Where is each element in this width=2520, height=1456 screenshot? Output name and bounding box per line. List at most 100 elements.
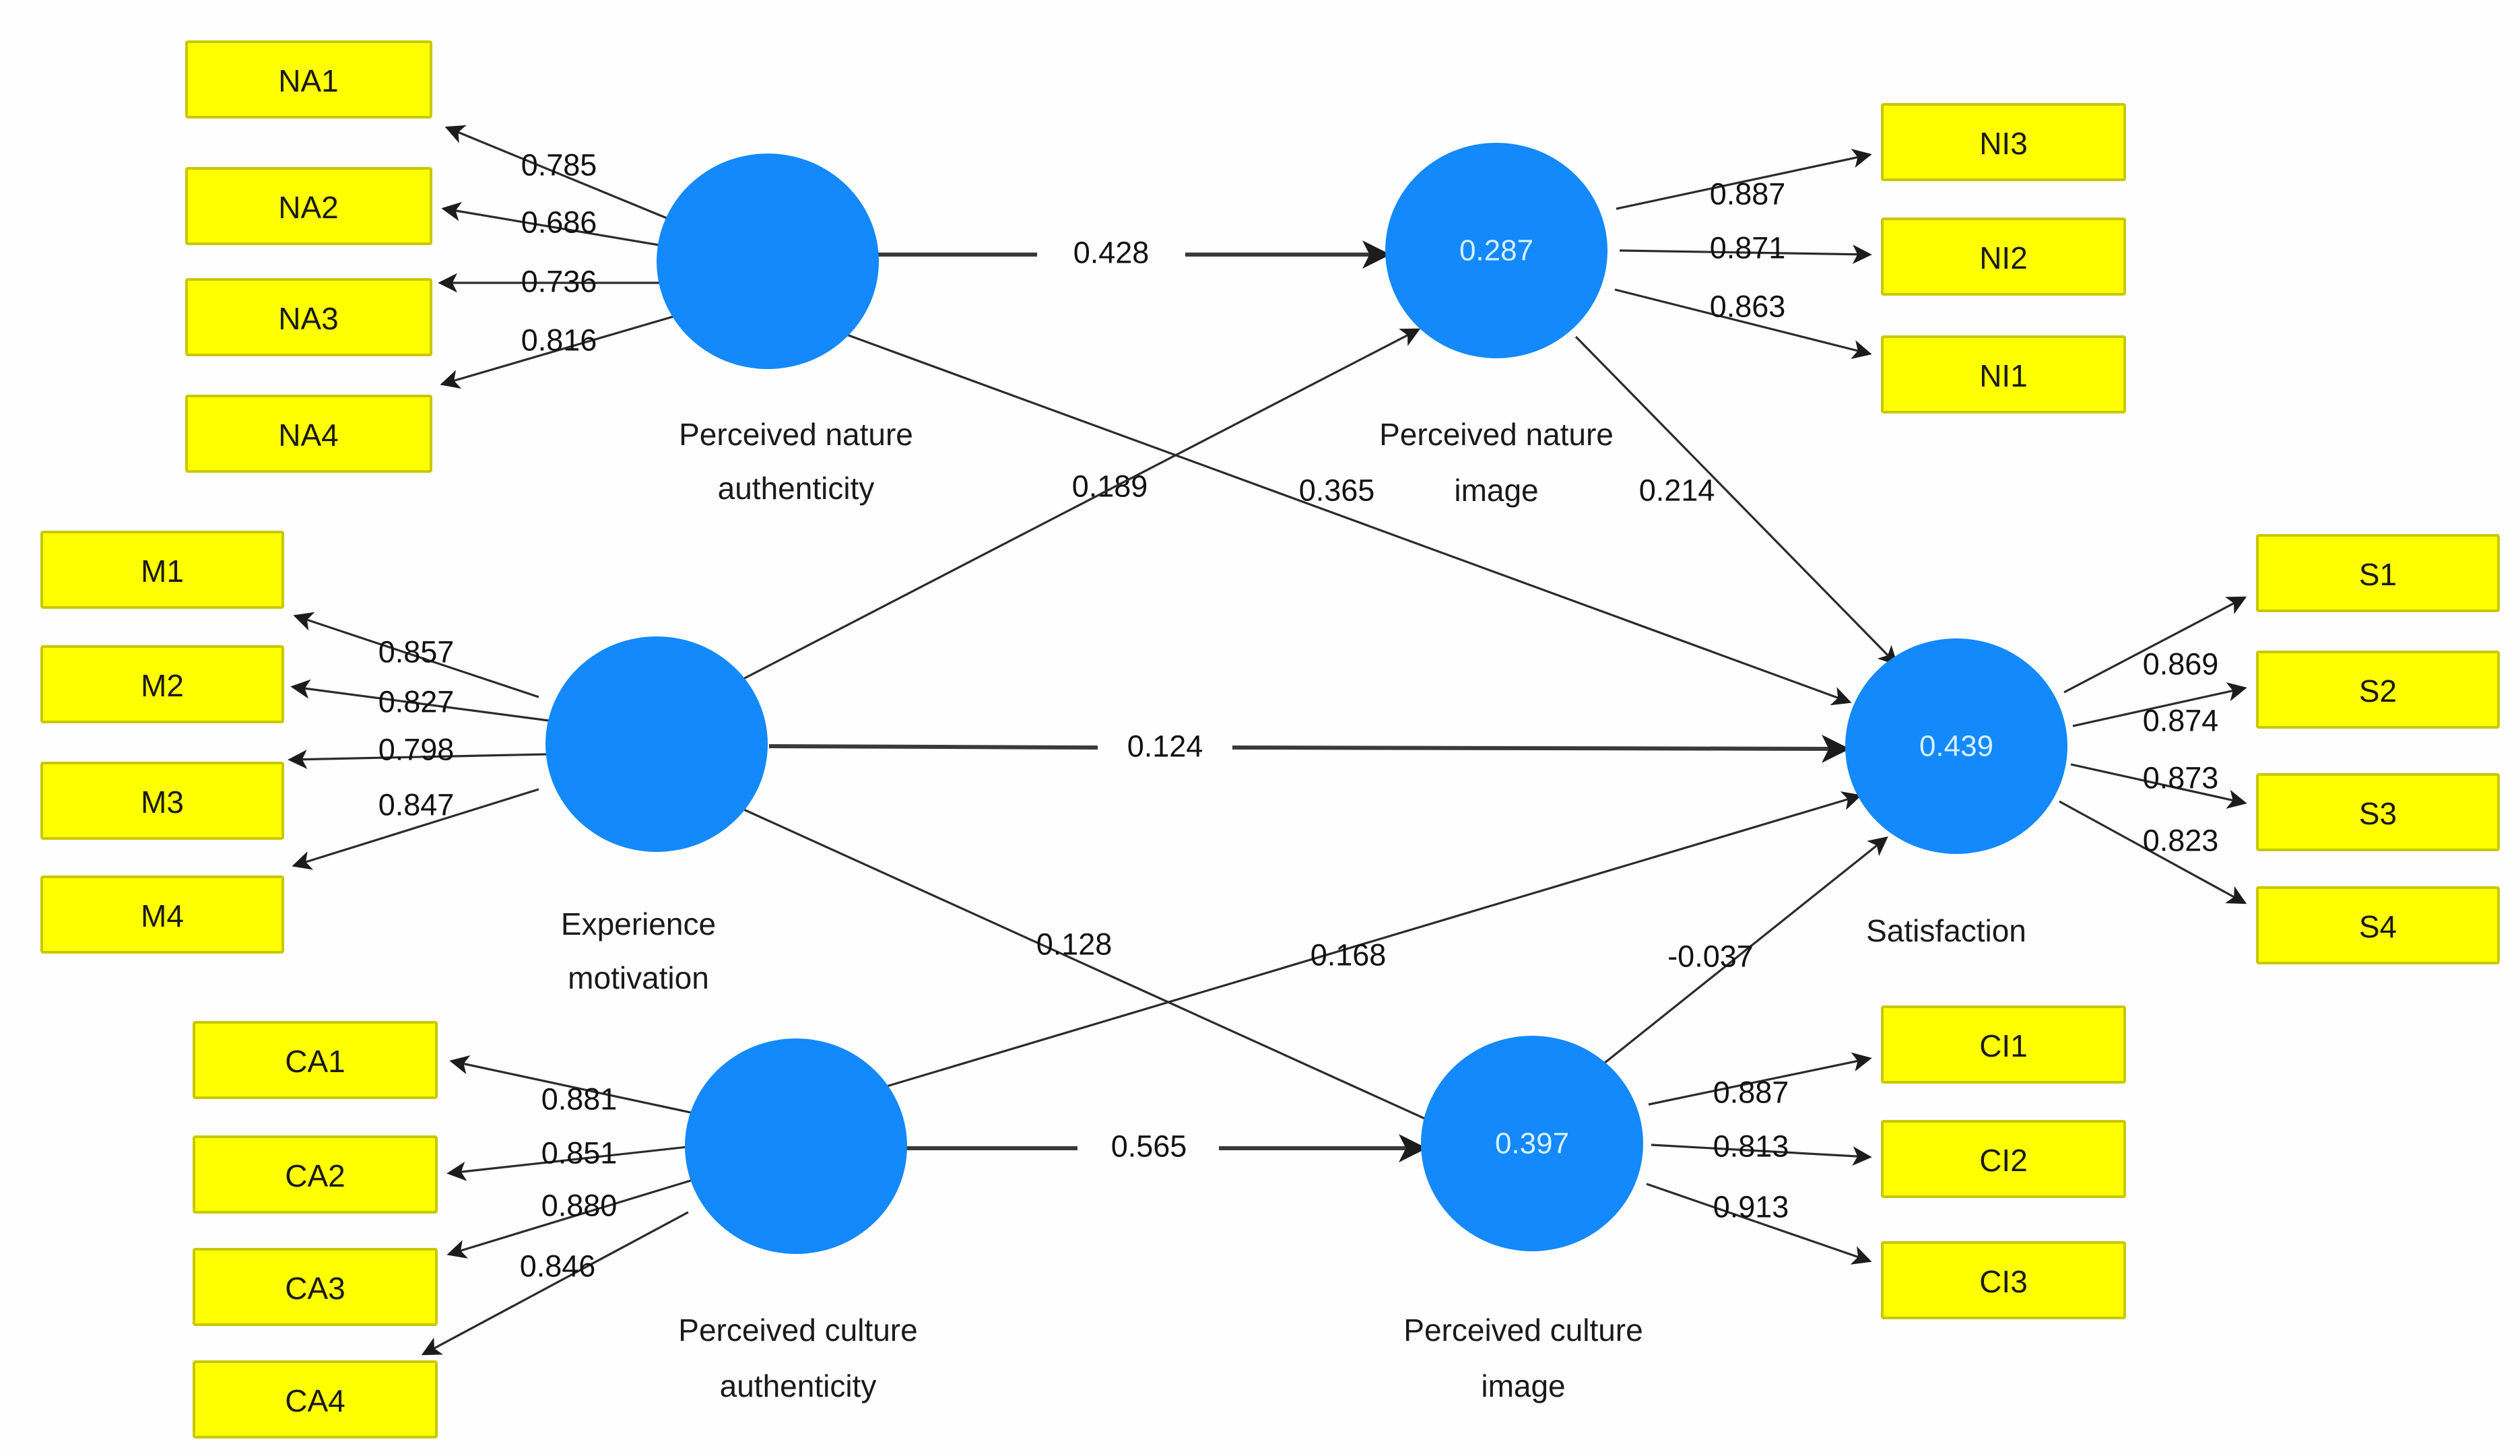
loading-value-m1: 0.857 — [378, 635, 455, 669]
indicator-box-ni1[interactable]: NI1 — [1881, 335, 2126, 413]
loading-arrow-ci2 — [1651, 1144, 1872, 1166]
path-value-em-pni: 0.365 — [1299, 473, 1375, 508]
indicator-box-na3[interactable]: NA3 — [185, 278, 432, 356]
indicator-box-na4[interactable]: NA4 — [185, 395, 432, 473]
loading-value-s4: 0.823 — [2143, 824, 2219, 858]
path-line-em-pni — [740, 328, 1421, 682]
construct-r2-value: 0.397 — [1495, 1127, 1569, 1160]
loading-value-na3: 0.736 — [521, 265, 597, 299]
indicator-box-ni2[interactable]: NI2 — [1881, 218, 2126, 296]
path-value-pci-sat: -0.037 — [1667, 939, 1754, 974]
loading-value-ni2: 0.871 — [1710, 231, 1786, 265]
loading-arrows-nature-image: 0.887 0.871 0.863 — [1614, 148, 1872, 360]
loading-value-s1: 0.869 — [2143, 647, 2219, 682]
construct-label-line2: motivation — [568, 960, 709, 995]
loading-arrows-culture-image: 0.887 0.813 0.913 — [1646, 1052, 1872, 1265]
loading-arrow-ni1 — [1614, 288, 1872, 360]
loading-value-na4: 0.816 — [521, 323, 597, 358]
indicator-label: CI3 — [1979, 1264, 2028, 1299]
indicator-label: CI1 — [1979, 1028, 2028, 1063]
construct-culture-image[interactable]: 0.397 Perceived culture image — [1403, 1036, 1643, 1403]
loading-arrow-s1 — [2063, 596, 2247, 694]
path-value-pni-sat: 0.214 — [1639, 473, 1715, 508]
construct-label-line2: authenticity — [718, 471, 875, 506]
loading-value-ca4: 0.846 — [520, 1249, 596, 1284]
indicator-box-na1[interactable]: NA1 — [185, 40, 432, 119]
indicator-group-satisfaction: S1 S2 S3 S4 — [2256, 534, 2500, 964]
construct-r2-value: 0.287 — [1459, 234, 1533, 267]
loading-arrow-ni3 — [1616, 148, 1872, 210]
indicator-label: S4 — [2359, 909, 2397, 944]
loading-arrows-culture-authenticity: 0.881 0.851 0.880 0.846 — [421, 1055, 706, 1356]
indicator-box-s4[interactable]: S4 — [2256, 886, 2500, 964]
structural-paths: 0.428 0.189 0.365 0.214 0.124 0.128 0.16… — [740, 236, 1898, 1164]
construct-label-line1: Perceived nature — [1379, 417, 1614, 452]
loading-arrow-ca4 — [421, 1211, 689, 1356]
indicator-label: S3 — [2359, 796, 2397, 831]
indicator-box-m3[interactable]: M3 — [40, 762, 284, 840]
path-value-pna-pni: 0.428 — [1073, 236, 1150, 270]
loading-value-ni1: 0.863 — [1710, 290, 1786, 324]
indicator-group-culture-image: CI1 CI2 CI3 — [1881, 1005, 2126, 1319]
indicator-group-culture-authenticity: CA1 CA2 CA3 CA4 — [193, 1021, 438, 1438]
indicator-box-ci3[interactable]: CI3 — [1881, 1241, 2126, 1319]
loading-arrow-s2 — [2072, 682, 2247, 727]
construct-label-line1: Perceived culture — [1403, 1313, 1643, 1348]
indicator-box-s3[interactable]: S3 — [2256, 773, 2500, 851]
indicator-label: S2 — [2359, 673, 2397, 708]
indicator-box-ca1[interactable]: CA1 — [193, 1021, 438, 1099]
indicator-box-s1[interactable]: S1 — [2256, 534, 2500, 612]
indicator-box-m4[interactable]: M4 — [40, 875, 284, 954]
loading-value-s3: 0.873 — [2143, 761, 2219, 795]
indicator-group-experience-motivation: M1 M2 M3 M4 — [40, 531, 284, 954]
construct-nature-authenticity[interactable]: Perceived nature authenticity — [657, 154, 913, 506]
indicator-label: M2 — [141, 668, 184, 703]
loading-value-ca3: 0.880 — [541, 1189, 618, 1223]
indicator-label: NA4 — [278, 418, 338, 453]
construct-experience-motivation[interactable]: Experience motivation — [545, 636, 768, 995]
path-line-pci-sat — [1587, 836, 1888, 1078]
indicator-box-ci2[interactable]: CI2 — [1881, 1120, 2126, 1198]
construct-label-line1: Perceived culture — [678, 1313, 917, 1348]
indicator-box-ca2[interactable]: CA2 — [193, 1135, 438, 1214]
path-line-pni-sat — [1574, 335, 1898, 666]
path-value-pca-sat: 0.168 — [1311, 938, 1387, 972]
loading-value-s2: 0.874 — [2143, 704, 2219, 738]
indicator-box-m2[interactable]: M2 — [40, 645, 284, 723]
loading-value-ca2: 0.851 — [541, 1136, 618, 1170]
indicator-box-na2[interactable]: NA2 — [185, 167, 432, 245]
indicator-box-ca3[interactable]: CA3 — [193, 1248, 438, 1326]
loading-arrow-m2 — [290, 679, 550, 722]
indicator-label: NA3 — [278, 301, 338, 336]
construct-satisfaction[interactable]: 0.439 Satisfaction — [1845, 638, 2067, 948]
path-value-pca-pci: 0.565 — [1111, 1129, 1187, 1164]
loading-arrow-m3 — [288, 750, 548, 769]
loading-arrow-na4 — [440, 315, 674, 389]
construct-label-line1: Perceived nature — [679, 417, 913, 452]
indicator-label: CA3 — [285, 1271, 345, 1306]
construct-nature-image[interactable]: 0.287 Perceived nature image — [1379, 143, 1614, 508]
path-line-em-sat-b — [1232, 734, 1850, 763]
loading-arrow-ca1 — [449, 1055, 701, 1116]
path-value-em-pci: 0.128 — [1036, 927, 1113, 962]
loading-arrow-m1 — [293, 611, 539, 698]
loading-value-m4: 0.847 — [378, 788, 455, 822]
construct-label-line2: image — [1481, 1368, 1565, 1403]
loading-value-m3: 0.798 — [378, 733, 455, 767]
indicator-box-s2[interactable]: S2 — [2256, 651, 2500, 729]
indicator-box-ca4[interactable]: CA4 — [193, 1360, 438, 1438]
loading-value-na1: 0.785 — [521, 148, 597, 183]
indicator-box-ci1[interactable]: CI1 — [1881, 1005, 2126, 1084]
indicator-box-m1[interactable]: M1 — [40, 531, 284, 609]
loading-value-ci2: 0.813 — [1713, 1129, 1789, 1164]
indicator-label: CA2 — [285, 1158, 345, 1193]
loading-arrow-na2 — [441, 201, 684, 251]
indicator-label: CA1 — [285, 1044, 345, 1079]
path-value-pna-sat: 0.189 — [1072, 469, 1148, 504]
path-line-pca-sat — [875, 791, 1862, 1091]
construct-culture-authenticity[interactable]: Perceived culture authenticity — [678, 1038, 918, 1403]
loading-arrows-satisfaction: 0.869 0.874 0.873 0.823 — [2059, 596, 2247, 904]
indicator-box-ni3[interactable]: NI3 — [1881, 103, 2126, 181]
